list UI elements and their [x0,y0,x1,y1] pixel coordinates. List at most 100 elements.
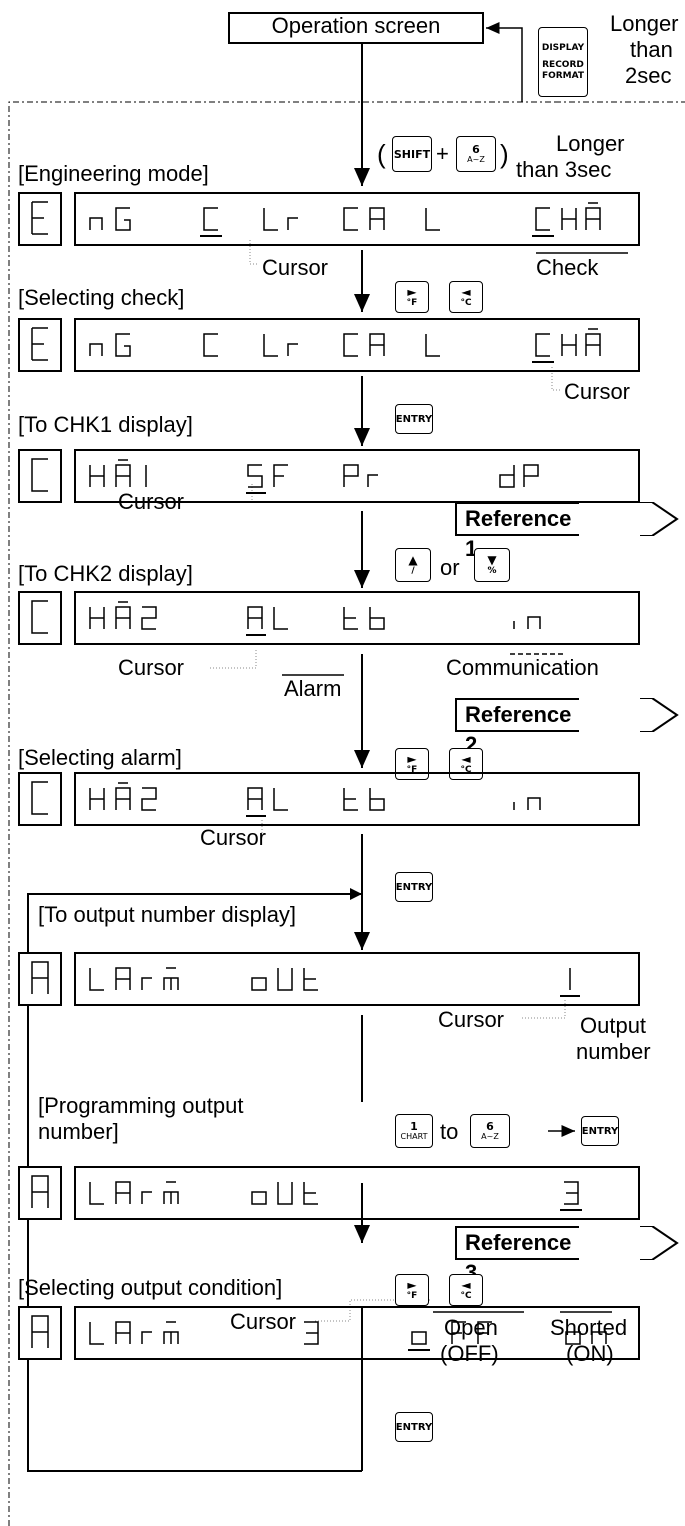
lcd-side-8 [18,1306,62,1360]
cursor-label-4: Cursor [118,655,185,680]
key-1-digit: 1 [410,1120,418,1133]
lcd-row-3 [74,449,640,503]
lcd-side-5 [18,772,62,826]
reference-1-label: Reference 1 [455,502,580,561]
lcd-side-6 [18,952,62,1006]
paren-open: ( [377,139,386,169]
cursor-label-1: Cursor [262,255,329,280]
alarm-label: Alarm [284,676,342,701]
step-selecting-condition: [Selecting output condition] [18,1275,283,1300]
lcd-side-4 [18,591,62,645]
entry-key-label: ENTRY [581,1125,619,1137]
entry-key-2[interactable]: ENTRY [395,872,433,902]
key-6-digit: 6 [472,143,480,156]
key-6-sub: A~Z [481,1132,499,1141]
cursor-label-2: Cursor [564,379,631,404]
entry-key-4[interactable]: ENTRY [395,1412,433,1442]
lcd-row-2 [74,318,640,372]
left-key-unit: °C [460,764,472,775]
step-selecting-alarm: [Selecting alarm] [18,745,182,770]
entry-key-label: ENTRY [395,881,433,893]
reference-2-label: Reference 2 [455,698,580,757]
entry-key-label: ENTRY [395,1421,433,1433]
cursor-label-3: Cursor [118,489,185,514]
lcd-row-5-segments [89,782,541,817]
entry-key-1[interactable]: ENTRY [395,404,433,434]
output-number-line1: Output [580,1013,647,1038]
key-6-digit: 6 [486,1120,494,1133]
left-arrow-key-1[interactable]: ◄°C [449,281,483,313]
operation-screen-label: Operation screen [271,13,441,38]
lcd-row-1 [74,192,640,246]
right-key-unit: °F [406,1290,418,1301]
step-engineering-mode: [Engineering mode] [18,161,209,186]
lcd-row-6 [74,952,640,1006]
entry-key-3[interactable]: ENTRY [581,1116,619,1146]
display-key-line3: FORMAT [541,70,585,81]
plus-sign: + [436,141,449,166]
lcd-row-1-segments [89,202,601,237]
output-number-line2: number [576,1039,651,1064]
lcd-row-7-segments [89,1181,582,1211]
right-arrow-key-2[interactable]: ►°F [395,748,429,780]
reference-3-label: Reference 3 [455,1226,580,1285]
right-key-unit: °F [406,297,418,308]
down-key-sub: % [487,565,497,576]
lcd-row-6-segments [89,967,580,997]
lcd-side-7 [18,1166,62,1220]
right-arrow-key-3[interactable]: ►°F [395,1274,429,1306]
entry-key-label: ENTRY [395,413,433,425]
up-arrow-key[interactable]: ▲/ [395,548,431,582]
communication-label: Communication [446,655,599,680]
lcd-row-3-segments [89,459,539,494]
up-key-sub: / [411,565,415,576]
cursor-label-6: Cursor [438,1007,505,1032]
key-1-sub: CHART [400,1132,428,1141]
operation-screen-box: Operation screen [228,12,484,44]
longer-3sec-line2: than 3sec [516,157,612,182]
step-programming-line1: [Programming output [38,1093,244,1118]
check-label: Check [536,255,599,280]
to-label: to [440,1119,459,1144]
left-key-unit: °C [460,297,472,308]
left-key-unit: °C [460,1290,472,1301]
longer-2sec-line2: than [630,37,673,62]
lcd-row-8 [74,1306,640,1360]
lcd-side-1 [18,192,62,246]
right-key-unit: °F [406,764,418,775]
open-label: Open [444,1315,498,1340]
left-arrow-key-2[interactable]: ◄°C [449,748,483,780]
cursor-label-5: Cursor [200,825,267,850]
left-arrow-key-3[interactable]: ◄°C [449,1274,483,1306]
key-6-sub: A~Z [467,155,485,164]
on-label: (ON) [566,1341,614,1366]
or-label: or [440,555,460,580]
right-arrow-key-1[interactable]: ►°F [395,281,429,313]
key-6-a-z-2[interactable]: 6 A~Z [470,1114,510,1148]
down-arrow-key[interactable]: ▼% [474,548,510,582]
key-1-chart[interactable]: 1 CHART [395,1114,433,1148]
display-key-line1: DISPLAY [541,42,585,53]
step-to-chk1: [To CHK1 display] [18,412,193,437]
paren-close: ) [500,139,509,169]
step-to-output: [To output number display] [38,902,297,927]
lcd-side-3 [18,449,62,503]
shift-key[interactable]: SHIFT [392,136,432,172]
key-6-a-z[interactable]: 6 A~Z [456,136,496,172]
step-to-chk2: [To CHK2 display] [18,561,193,586]
shift-key-label: SHIFT [393,147,431,161]
lcd-side-2 [18,318,62,372]
longer-2sec-line1: Longer [610,11,679,36]
display-record-format-key[interactable]: DISPLAY RECORD FORMAT [538,27,588,97]
lcd-row-4-segments [89,601,541,636]
lcd-row-4 [74,591,640,645]
step-selecting-check: [Selecting check] [18,285,185,310]
lcd-row-7 [74,1166,640,1220]
step-programming-line2: number] [38,1119,119,1144]
longer-3sec-line1: Longer [556,131,625,156]
shorted-label: Shorted [550,1315,628,1340]
off-label: (OFF) [440,1341,499,1366]
display-key-line2: RECORD [542,59,584,70]
longer-2sec-line3: 2sec [625,63,672,88]
